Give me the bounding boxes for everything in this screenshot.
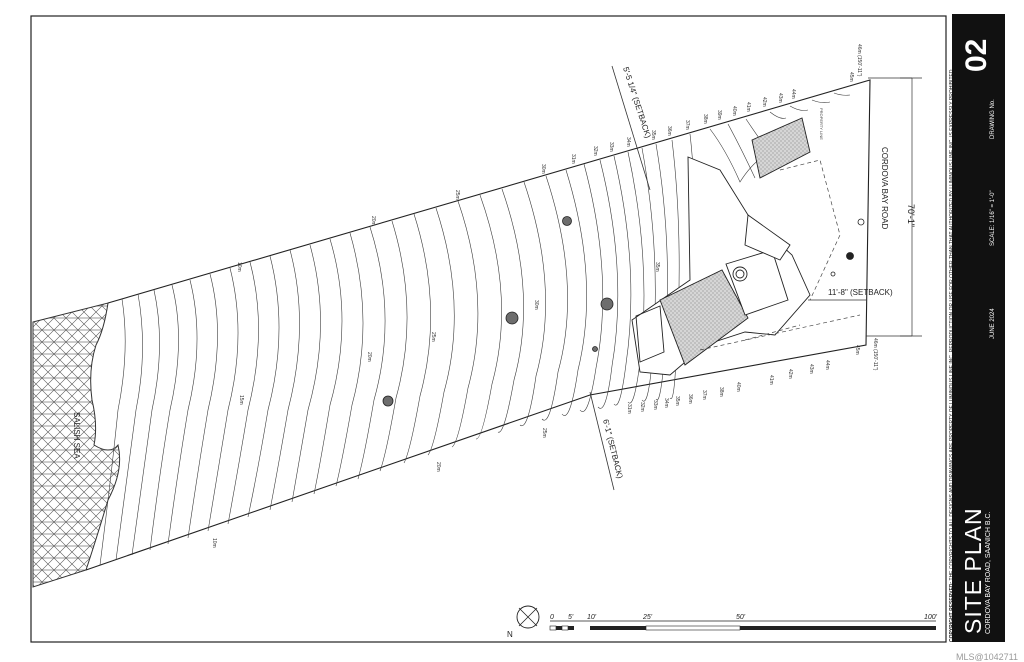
svg-text:36m: 36m bbox=[687, 394, 693, 404]
trees bbox=[382, 216, 865, 407]
setback-lines bbox=[589, 65, 866, 491]
contour-labels-interior: 15m 20m 25m 30m 35m bbox=[238, 262, 660, 405]
drawing-number-label: DRAWING No. bbox=[990, 99, 996, 139]
svg-text:43m: 43m bbox=[777, 93, 783, 103]
svg-text:44m: 44m bbox=[790, 89, 796, 99]
sea-area bbox=[32, 302, 121, 588]
svg-text:34m: 34m bbox=[625, 137, 631, 147]
sea-label: SALISH SEA bbox=[72, 412, 81, 459]
svg-text:35m: 35m bbox=[674, 396, 680, 406]
roof-main bbox=[659, 269, 749, 366]
contour-labels-south: 10m 20m 25m 31m 32m 33m 34m 35m 36m 37m … bbox=[211, 345, 860, 548]
svg-text:40m: 40m bbox=[731, 106, 737, 116]
svg-text:25m: 25m bbox=[454, 190, 460, 200]
contour-lines bbox=[99, 92, 851, 566]
svg-text:15m: 15m bbox=[238, 395, 244, 405]
svg-text:35m: 35m bbox=[650, 130, 656, 140]
property-line-label: PROPERTY LINE bbox=[819, 108, 824, 140]
contour-labels-north: 10m 20m 25m 30m 31m 32m 33m 34m 35m 36m … bbox=[236, 72, 854, 272]
svg-text:10m: 10m bbox=[211, 538, 217, 548]
drawing-number: 02 bbox=[960, 38, 993, 72]
house-footprint bbox=[631, 117, 811, 376]
svg-text:33m: 33m bbox=[652, 400, 658, 410]
chimney-circle bbox=[732, 266, 748, 282]
drawing-title: SITE PLAN bbox=[960, 507, 986, 634]
corner-top-label: 46m (150'-11") bbox=[856, 44, 862, 77]
svg-text:20m: 20m bbox=[435, 462, 441, 472]
driveway bbox=[699, 159, 861, 351]
svg-text:44m: 44m bbox=[824, 360, 830, 370]
scale-tick-0: 0 bbox=[550, 614, 554, 621]
scale-tick-25: 25' bbox=[642, 614, 653, 621]
svg-text:45m: 45m bbox=[848, 72, 854, 82]
svg-text:30m: 30m bbox=[533, 300, 539, 310]
road-dimension bbox=[866, 77, 922, 337]
north-label: N bbox=[507, 630, 513, 639]
svg-text:10m: 10m bbox=[236, 262, 242, 272]
scale-tick-5: 5' bbox=[568, 614, 574, 621]
svg-text:41m: 41m bbox=[745, 102, 751, 112]
road-label: CORDOVA BAY ROAD bbox=[880, 147, 889, 229]
svg-text:39m: 39m bbox=[716, 110, 722, 120]
svg-text:33m: 33m bbox=[608, 142, 614, 152]
svg-text:32m: 32m bbox=[592, 146, 598, 156]
svg-text:25m: 25m bbox=[541, 428, 547, 438]
svg-text:37m: 37m bbox=[701, 390, 707, 400]
drawing-address: CORDOVA BAY ROAD, SAANICH B.C. bbox=[985, 511, 992, 634]
svg-text:20m: 20m bbox=[366, 352, 372, 362]
scale-tick-50: 50' bbox=[736, 614, 746, 621]
drawing-border bbox=[30, 15, 947, 643]
roof-garage bbox=[751, 117, 811, 179]
svg-text:30m: 30m bbox=[540, 164, 546, 174]
property-line bbox=[85, 79, 871, 571]
svg-text:31m: 31m bbox=[626, 404, 632, 414]
roof-entry bbox=[725, 249, 789, 316]
svg-text:32m: 32m bbox=[639, 402, 645, 412]
drawing-scale: SCALE: 1/16" = 1'-0" bbox=[990, 190, 996, 246]
title-block: SITE PLAN CORDOVA BAY ROAD, SAANICH B.C.… bbox=[952, 14, 1005, 642]
setback-front-label: 11'-8" (SETBACK) bbox=[828, 288, 893, 297]
svg-text:42m: 42m bbox=[761, 97, 767, 107]
svg-text:38m: 38m bbox=[718, 387, 724, 397]
svg-text:41m: 41m bbox=[768, 375, 774, 385]
corner-bottom-label: 46m (150'-11") bbox=[872, 338, 878, 371]
scale-tick-10: 10' bbox=[587, 614, 597, 621]
svg-text:35m: 35m bbox=[654, 262, 660, 272]
svg-text:36m: 36m bbox=[666, 126, 672, 136]
svg-text:38m: 38m bbox=[702, 114, 708, 124]
drawing-date: JUNE 2024 bbox=[990, 308, 996, 339]
svg-text:42m: 42m bbox=[787, 369, 793, 379]
svg-text:43m: 43m bbox=[808, 364, 814, 374]
svg-text:40m: 40m bbox=[735, 382, 741, 392]
svg-text:34m: 34m bbox=[663, 398, 669, 408]
deck bbox=[744, 214, 791, 261]
svg-text:45m: 45m bbox=[854, 345, 860, 355]
road-width-label: 70'-1" bbox=[906, 204, 916, 227]
watermark: MLS@1042711 bbox=[955, 652, 1018, 662]
svg-text:20m: 20m bbox=[370, 216, 376, 226]
svg-text:37m: 37m bbox=[684, 120, 690, 130]
svg-text:31m: 31m bbox=[570, 154, 576, 164]
scale-bar: N 0 5' 10' 25' 50' 100' bbox=[507, 605, 938, 639]
scale-tick-100: 100' bbox=[924, 614, 938, 621]
svg-text:25m: 25m bbox=[430, 332, 436, 342]
